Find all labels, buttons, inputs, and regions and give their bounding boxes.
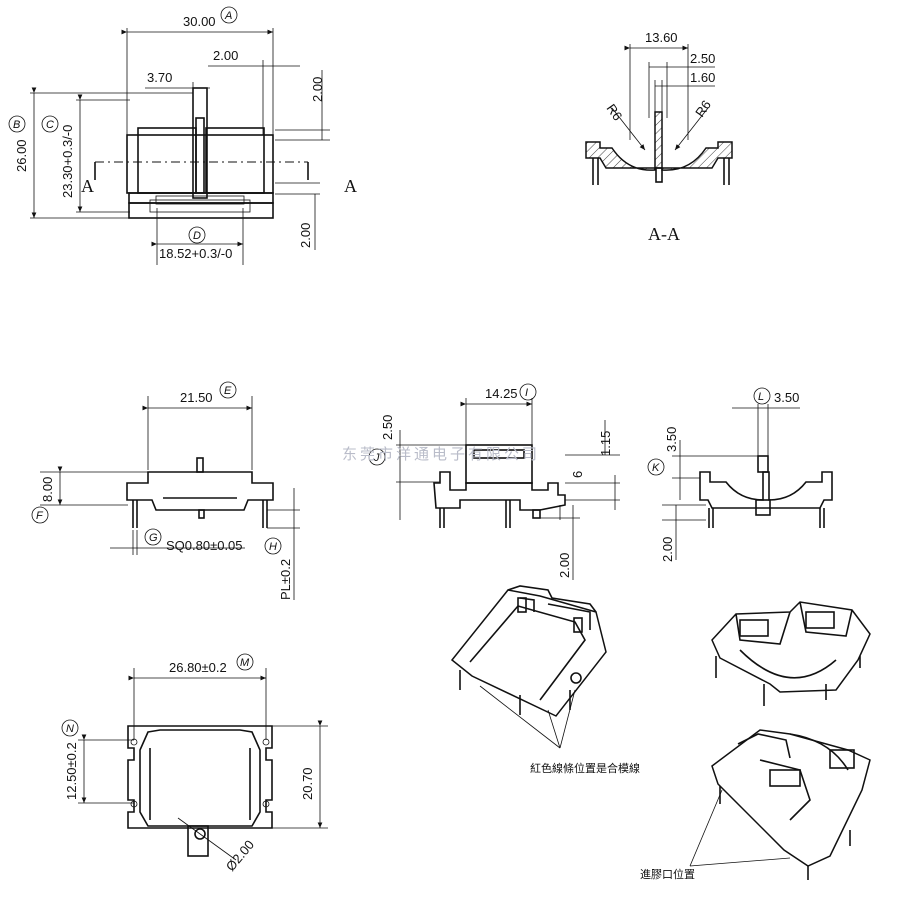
iso-view-1 [450, 585, 607, 749]
balloon-b: B [13, 119, 20, 131]
balloon-n: N [66, 723, 74, 735]
top-view [30, 28, 330, 265]
iso-view-3 [689, 729, 871, 880]
front-view [40, 396, 300, 600]
radius-left: R6 [604, 101, 626, 123]
dim-side-h3: 6 [570, 471, 585, 478]
end-view-text: 3.50 3.50 2.00 L K [647, 387, 799, 562]
side-view [396, 398, 620, 580]
dim-front-height: 8.00 [40, 477, 55, 502]
dim-side-pin: 2.00 [557, 553, 572, 578]
dim-hole: Ø2.00 [223, 837, 257, 874]
dim-side-h1: 2.50 [380, 415, 395, 440]
section-view [585, 44, 733, 185]
balloon-i: I [525, 387, 528, 399]
top-view-balloons: A B C D [8, 6, 238, 244]
note-gate: 進膠口位置 [640, 867, 695, 881]
balloon-k: K [652, 462, 660, 474]
dim-sec-b: 1.60 [690, 70, 715, 85]
front-view-text: 21.50 8.00 SQ0.80±0.05 PL±0.2 E F G H [31, 381, 293, 600]
balloon-c: C [46, 119, 54, 131]
section-cut-left: A [81, 176, 94, 196]
dim-bottom-width: 26.80±0.2 [169, 660, 227, 675]
dim-pin-len: PL±0.2 [278, 559, 293, 600]
dim-top-inner: 23.30+0.3/-0 [60, 125, 75, 198]
balloon-h: H [269, 541, 277, 553]
dim-top-bottom: 18.52+0.3/-0 [159, 246, 232, 261]
bottom-view [78, 668, 328, 861]
dim-top-height: 26.00 [14, 139, 29, 172]
dim-top-bottom-right: 2.00 [298, 223, 313, 248]
dim-top-flange: 2.00 [213, 48, 238, 63]
dim-sec-width: 13.60 [645, 30, 678, 45]
balloon-m: M [240, 657, 250, 669]
dim-bottom-depth: 20.70 [300, 767, 315, 800]
dim-end-width: 3.50 [774, 390, 799, 405]
iso-view-2 [711, 601, 871, 706]
radius-right: R6 [692, 97, 714, 119]
balloon-a: A [224, 10, 232, 22]
balloon-l: L [758, 391, 764, 403]
balloon-j: J [373, 452, 380, 464]
dim-top-pin: 3.70 [147, 70, 172, 85]
dim-sec-a: 2.50 [690, 51, 715, 66]
side-view-text: 14.25 2.50 1.15 6 2.00 I J [368, 383, 613, 578]
dim-bottom-h: 12.50±0.2 [64, 742, 79, 800]
balloon-f: F [36, 510, 44, 522]
watermark: 东莞市洋通电子有限公司 [342, 445, 540, 463]
section-cut-right: A [344, 176, 357, 196]
end-view [662, 404, 833, 560]
dim-top-right-v: 2.00 [310, 77, 325, 102]
dim-top-width: 30.00 [183, 14, 216, 29]
balloon-e: E [224, 385, 232, 397]
dim-end-h: 3.50 [664, 427, 679, 452]
note-parting-line: 紅色線條位置是合模線 [530, 761, 640, 775]
dim-side-h2: 1.15 [598, 431, 613, 456]
dim-pin-sq: SQ0.80±0.05 [166, 538, 243, 553]
balloon-g: G [149, 532, 158, 544]
top-view-dimensions: 30.00 2.00 3.70 2.00 26.00 23.30+0.3/-0 … [14, 14, 357, 261]
dim-front-width: 21.50 [180, 390, 213, 405]
section-title: A-A [648, 224, 680, 244]
balloon-d: D [193, 230, 201, 242]
dim-side-width: 14.25 [485, 386, 518, 401]
dim-end-pin: 2.00 [660, 537, 675, 562]
